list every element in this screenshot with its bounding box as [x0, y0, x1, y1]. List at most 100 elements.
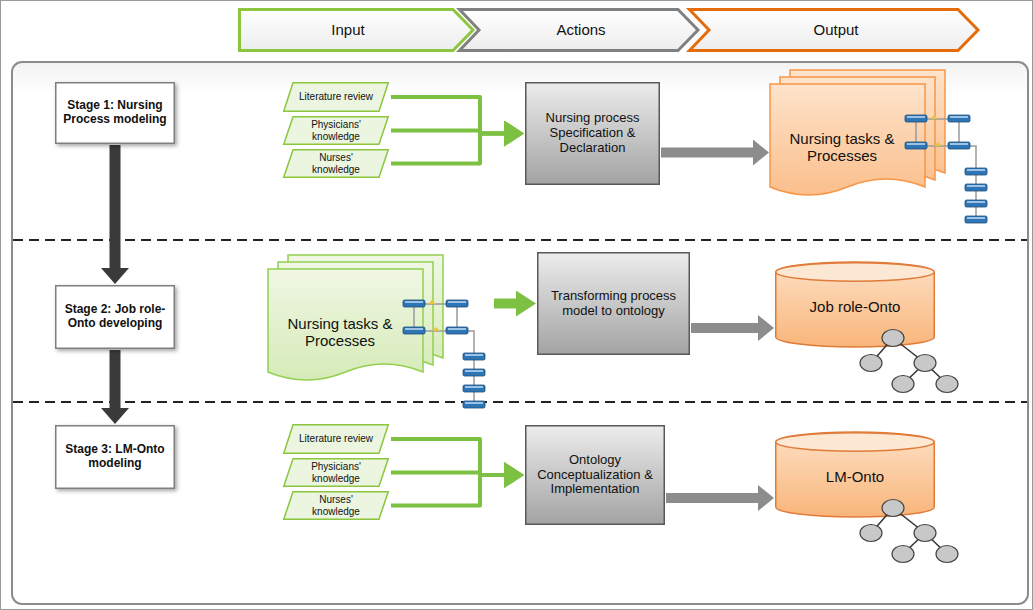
node-text: Nursing process Specification & Declarat… — [531, 111, 654, 156]
node-text: Transforming process model to ontology — [543, 289, 684, 319]
text-area: Nursing tasks & Processes — [276, 297, 404, 367]
tree-node — [860, 355, 882, 372]
process-task — [905, 142, 927, 149]
node-text: Actions — [556, 21, 605, 38]
process-task — [403, 327, 425, 334]
input-parallelogram: Literature review — [283, 82, 389, 112]
database-cylinder-shape — [775, 432, 1025, 564]
text-area: Nurses' knowledge — [295, 150, 377, 177]
node-text: Stage 2: Job role-Onto developing — [59, 303, 171, 331]
tree-node — [860, 525, 882, 542]
process-task-highlight — [950, 143, 968, 145]
text-area: LM-Onto — [775, 448, 935, 506]
tree-node — [882, 330, 904, 347]
stage-divider — [13, 401, 1027, 403]
process-task — [446, 327, 468, 334]
stage-divider — [13, 239, 1027, 241]
process-task — [948, 142, 970, 149]
text-area: Nurses' knowledge — [295, 492, 377, 519]
tree-node — [936, 546, 958, 563]
text-area: Literature review — [295, 425, 377, 453]
process-task-highlight — [465, 354, 483, 356]
input-parallelogram: Literature review — [283, 424, 389, 454]
chevron-arrow: Actions — [458, 8, 700, 52]
process-task-highlight — [448, 301, 466, 303]
process-task — [965, 168, 987, 175]
text-area: Job role-Onto — [775, 278, 935, 336]
document-page — [268, 269, 423, 380]
connector — [494, 299, 516, 309]
connector — [391, 134, 504, 164]
process-task-highlight — [465, 402, 483, 404]
text-area: Nursing tasks & Processes — [778, 112, 906, 182]
document-stack-shape — [268, 255, 493, 420]
stage-box: Stage 2: Job role-Onto developing — [55, 285, 175, 349]
action-box: Nursing process Specification & Declarat… — [525, 82, 660, 185]
text-area: Input — [248, 8, 448, 52]
connector — [661, 148, 753, 158]
node-text: Output — [813, 21, 858, 38]
tree-node — [892, 546, 914, 563]
process-task — [463, 369, 485, 376]
node-text: Nursing tasks & Processes — [778, 130, 906, 165]
node-text: Literature review — [299, 433, 373, 445]
process-task — [403, 300, 425, 307]
input-parallelogram: Physicians' knowledge — [283, 116, 389, 145]
text-area: Literature review — [295, 83, 377, 111]
process-task-highlight — [950, 116, 968, 118]
input-parallelogram: Nurses' knowledge — [283, 149, 389, 178]
text-area: Physicians' knowledge — [295, 459, 377, 486]
node-text: Job role-Onto — [810, 298, 901, 315]
input-parallelogram: Physicians' knowledge — [283, 458, 389, 487]
text-area: Ontology Conceptualization & Implementat… — [531, 431, 659, 519]
tree-node — [892, 376, 914, 393]
process-task-highlight — [405, 301, 423, 303]
node-text: Physicians' knowledge — [295, 461, 377, 484]
text-area: Nursing process Specification & Declarat… — [531, 88, 654, 179]
process-task-highlight — [967, 169, 985, 171]
database-cylinder-shape — [775, 262, 1025, 394]
connector — [110, 350, 121, 408]
tree-node — [882, 500, 904, 517]
connector — [391, 475, 504, 506]
process-task — [905, 115, 927, 122]
document-stack-shape — [770, 70, 1010, 235]
process-task — [446, 300, 468, 307]
action-box: Ontology Conceptualization & Implementat… — [525, 425, 665, 525]
process-task — [965, 184, 987, 191]
tree-node — [914, 525, 936, 542]
process-task-highlight — [465, 386, 483, 388]
stage-box: Stage 1: Nursing Process modeling — [55, 82, 175, 144]
document-page — [770, 84, 925, 195]
chevron-arrow: Input — [238, 8, 475, 52]
node-text: Literature review — [299, 91, 373, 103]
node-text: Stage 1: Nursing Process modeling — [59, 99, 171, 127]
database-cylinder: LM-Onto — [775, 432, 1025, 564]
process-task-highlight — [967, 217, 985, 219]
node-text: Physicians' knowledge — [295, 119, 377, 142]
stage-panel — [12, 62, 1028, 604]
text-area: Stage 2: Job role-Onto developing — [59, 289, 171, 345]
process-task-highlight — [967, 201, 985, 203]
tree-node — [914, 355, 936, 372]
process-task-highlight — [967, 185, 985, 187]
node-text: Nursing tasks & Processes — [276, 315, 404, 350]
process-task-highlight — [907, 143, 925, 145]
text-area: Actions — [486, 8, 676, 52]
connector — [110, 145, 121, 268]
node-text: Nurses' knowledge — [295, 152, 377, 175]
process-task-highlight — [907, 116, 925, 118]
text-area: Stage 1: Nursing Process modeling — [59, 86, 171, 140]
connector — [691, 323, 758, 333]
document-stack: Nursing tasks & Processes — [268, 255, 493, 420]
process-task-highlight — [448, 328, 466, 330]
chevron-arrow: Output — [688, 8, 980, 52]
text-area: Transforming process model to ontology — [543, 258, 684, 349]
connector — [391, 97, 504, 134]
node-text: Stage 3: LM-Onto modeling — [59, 443, 171, 471]
node-text: LM-Onto — [826, 468, 884, 485]
process-task-highlight — [465, 370, 483, 372]
text-area: Physicians' knowledge — [295, 117, 377, 144]
action-box: Transforming process model to ontology — [537, 252, 690, 355]
